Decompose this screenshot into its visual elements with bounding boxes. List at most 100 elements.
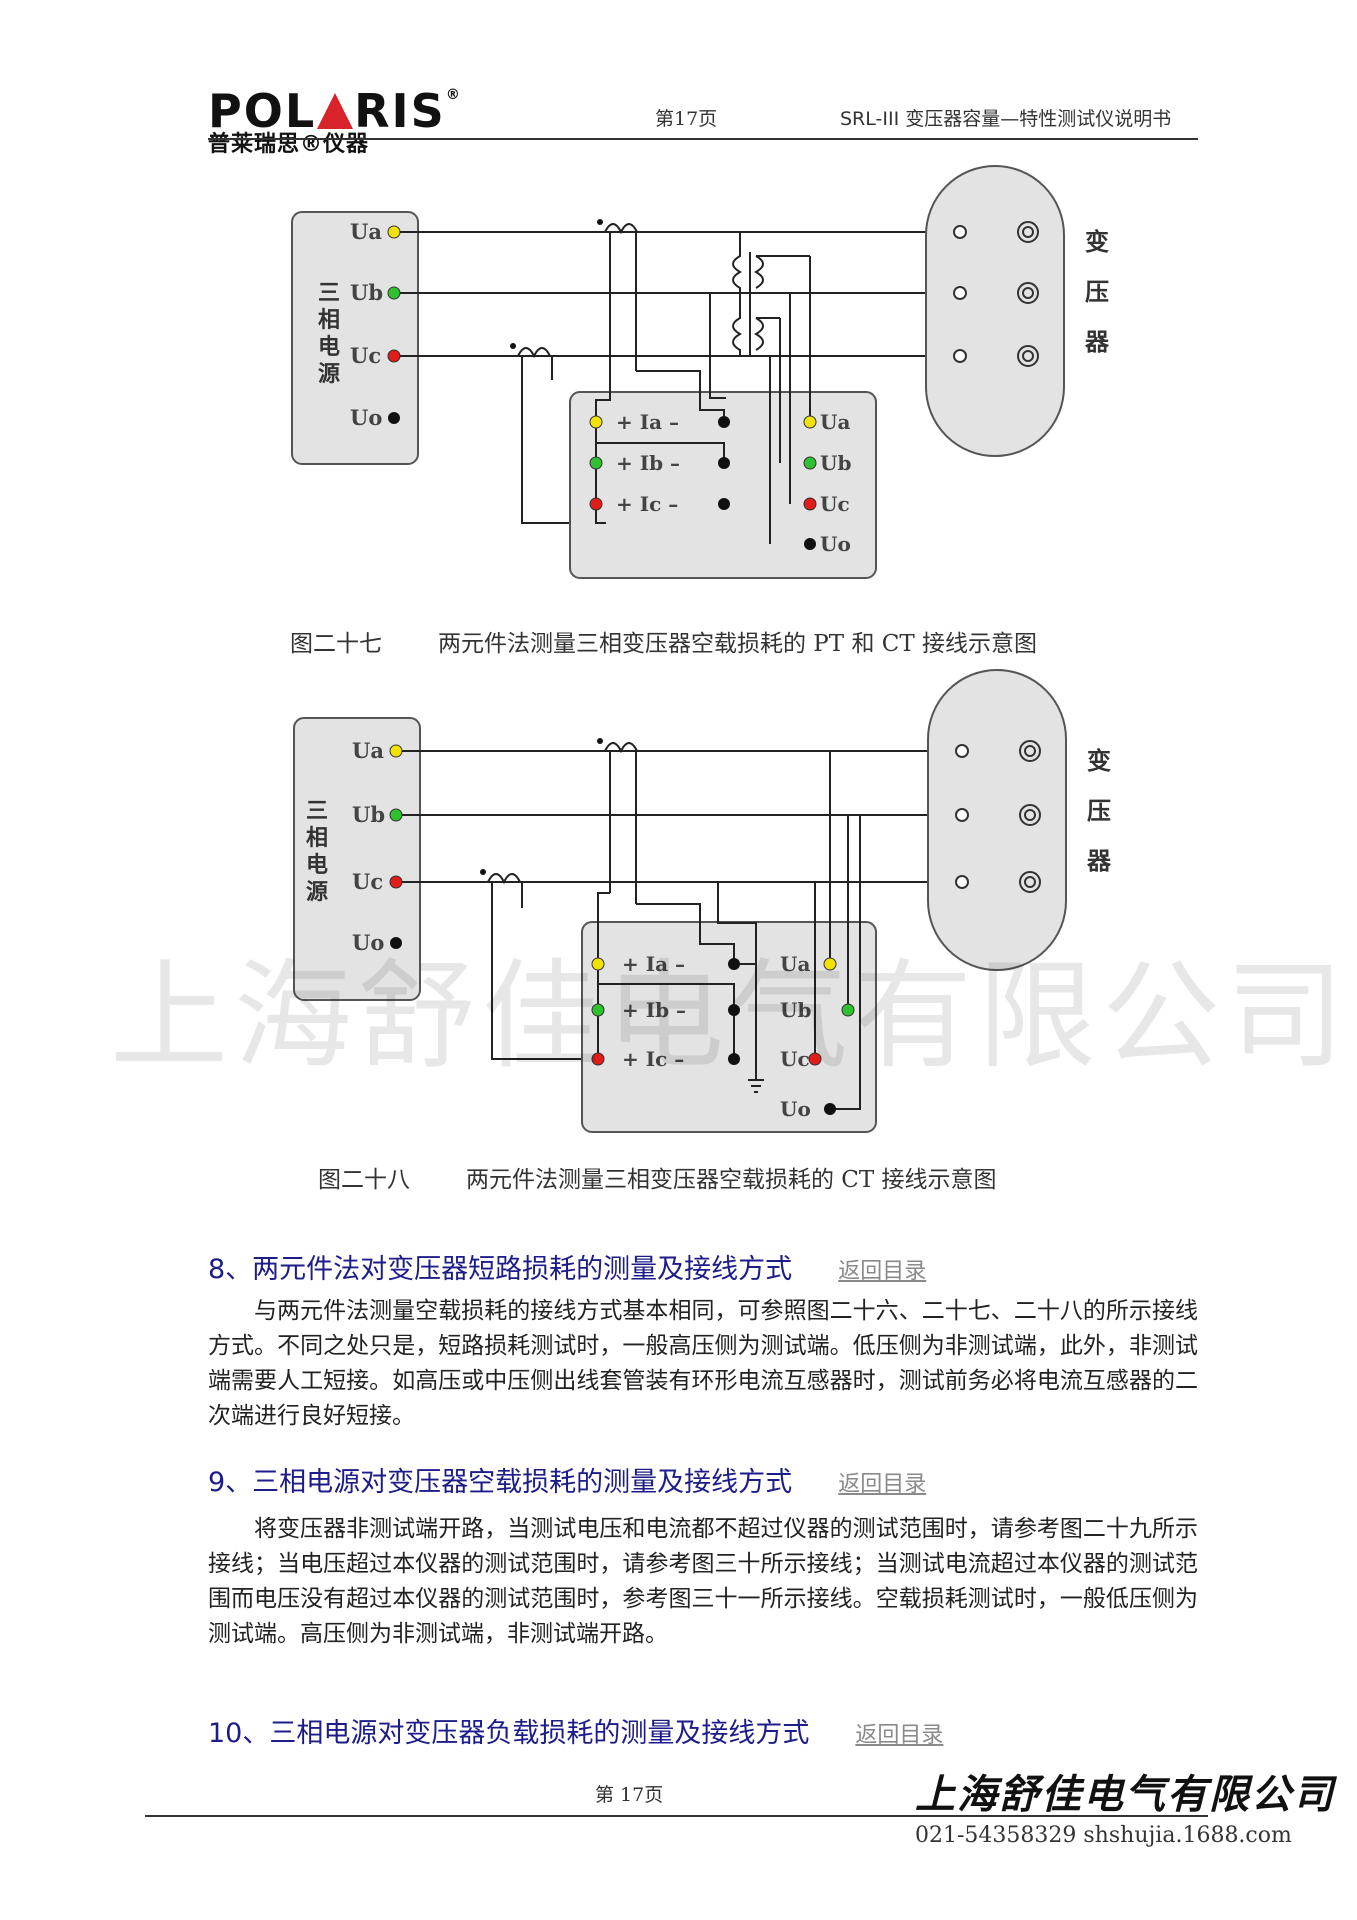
meter-wiring <box>597 751 861 1110</box>
transformer-terminal <box>953 349 967 363</box>
transformer-terminal <box>953 286 967 300</box>
source-label-char-3: 电 <box>306 852 328 878</box>
meter-ua-label: Ua <box>780 952 810 976</box>
source-label-char-1: 三 <box>306 798 328 824</box>
meter-ic-plus <box>589 497 603 511</box>
meter-ub-label: Ub <box>780 998 811 1022</box>
figure-27-diagram: 三 相 电 源 Ua Ub Uc Uo 变 压 器 <box>291 165 1110 579</box>
transformer-terminal <box>955 744 969 758</box>
meter-uo <box>824 1103 836 1115</box>
terminal-label-uc: Uc <box>350 343 381 368</box>
transformer-label-char-3: 器 <box>1084 327 1110 356</box>
section-9-heading: 9、三相电源对变压器空载损耗的测量及接线方式返回目录 <box>208 1460 926 1499</box>
footer-divider <box>145 1815 1208 1817</box>
meter-uc-label: Uc <box>780 1047 810 1071</box>
header-divider <box>208 138 1198 140</box>
footer-contact: 021-54358329 shshujia.1688.com <box>915 1823 1292 1848</box>
ct-polarity-dot <box>597 738 603 744</box>
section-10-heading: 10、三相电源对变压器负载损耗的测量及接线方式 返回目录 <box>208 1711 943 1750</box>
meter-ub <box>841 1003 855 1017</box>
figure-27-caption: 图二十七 两元件法测量三相变压器空载损耗的 PT 和 CT 接线示意图 <box>290 624 1037 658</box>
watermark: 上海舒佳电气有限公司 <box>110 947 1351 1085</box>
phase-lines <box>400 231 960 357</box>
meter-ib-minus <box>718 457 730 469</box>
section-9-body: 将变压器非测试端开路，当测试电压和电流都不超过仪器的测试范围时，请参考图二十九所… <box>208 1512 1198 1652</box>
source-label-char-2: 相 <box>306 825 328 851</box>
meter-ub-label: Ub <box>820 451 851 475</box>
meter-ic-minus <box>728 1053 740 1065</box>
logo-triangle-icon <box>317 93 354 129</box>
header-page-number: 第17页 <box>655 108 718 130</box>
terminal-uo-black <box>388 412 400 424</box>
terminal-ua-yellow <box>389 744 403 758</box>
source-label-char-2: 相 <box>318 307 340 333</box>
transformer-terminal <box>953 225 967 239</box>
registered-icon: ® <box>445 87 462 103</box>
logo-text-left: POL <box>208 84 317 138</box>
meter-ic-label: + Ic – <box>616 492 678 516</box>
logo-text-right: RIS <box>354 84 446 138</box>
source-label-char-1: 三 <box>318 280 340 306</box>
meter-ia-minus <box>728 958 740 970</box>
meter-ic-minus <box>718 498 730 510</box>
meter-ic-plus <box>591 1052 605 1066</box>
source-label-char-4: 源 <box>306 879 328 905</box>
terminal-ub-green <box>387 286 401 300</box>
transformer-bushings <box>1019 740 1041 893</box>
meter-uc <box>808 1052 822 1066</box>
back-to-contents-link[interactable]: 返回目录 <box>838 1259 927 1284</box>
ct-polarity-dot <box>510 343 516 349</box>
terminal-uc-red <box>389 875 403 889</box>
figure-27-number: 图二十七 <box>290 631 382 657</box>
terminal-ua-yellow <box>387 225 401 239</box>
meter-box <box>569 391 877 579</box>
terminal-label-uo: Uo <box>352 930 384 955</box>
meter-ub <box>803 456 817 470</box>
transformer-body <box>925 165 1065 457</box>
section-8-body: 与两元件法测量空载损耗的接线方式基本相同，可参照图二十六、二十七、二十八的所示接… <box>208 1294 1198 1434</box>
transformer-terminal <box>955 808 969 822</box>
transformer-label-char-3: 器 <box>1086 846 1112 875</box>
meter-uo <box>804 538 816 550</box>
transformer-terminal <box>955 875 969 889</box>
three-phase-source-box <box>291 211 419 465</box>
back-to-contents-link[interactable]: 返回目录 <box>838 1472 927 1497</box>
terminal-label-ub: Ub <box>350 280 383 305</box>
meter-uo-label: Uo <box>780 1097 811 1121</box>
meter-ua-label: Ua <box>820 410 850 434</box>
section-8-title: 8、两元件法对变压器短路损耗的测量及接线方式 <box>208 1254 793 1285</box>
phase-lines <box>402 750 962 883</box>
meter-uc-label: Uc <box>820 492 850 516</box>
meter-ib-label: + Ib – <box>616 451 680 475</box>
source-label-char-3: 电 <box>318 334 340 360</box>
figure-28-diagram: 三 相 电 源 Ua Ub Uc Uo 变 压 器 <box>293 669 1112 1133</box>
transformer-label-char-2: 压 <box>1085 277 1109 306</box>
figure-27-title: 两元件法测量三相变压器空载损耗的 PT 和 CT 接线示意图 <box>438 631 1037 657</box>
meter-ia-minus <box>718 416 730 428</box>
terminal-uc-red <box>387 349 401 363</box>
terminal-uo-black <box>390 937 402 949</box>
back-to-contents-link[interactable]: 返回目录 <box>855 1723 944 1748</box>
header-doc-title: SRL-III 变压器容量—特性测试仪说明书 <box>840 108 1172 130</box>
section-10-title: 10、三相电源对变压器负载损耗的测量及接线方式 <box>208 1718 810 1749</box>
terminal-label-ub: Ub <box>352 802 385 827</box>
three-phase-source-box <box>293 717 421 1001</box>
meter-ic-label: + Ic – <box>622 1047 684 1071</box>
meter-uo-label: Uo <box>820 532 851 556</box>
meter-ib-plus <box>589 456 603 470</box>
meter-uc <box>803 497 817 511</box>
section-9-paragraph: 将变压器非测试端开路，当测试电压和电流都不超过仪器的测试范围时，请参考图二十九所… <box>208 1516 1198 1647</box>
meter-ib-minus <box>728 1004 740 1016</box>
transformer-label-char-2: 压 <box>1087 796 1111 825</box>
meter-ua <box>803 415 817 429</box>
ct-polarity-dot <box>480 869 486 875</box>
figure-28-caption: 图二十八两元件法测量三相变压器空载损耗的 CT 接线示意图 <box>318 1160 997 1194</box>
terminal-ub-green <box>389 808 403 822</box>
terminal-label-uc: Uc <box>352 869 383 894</box>
figure-28-title: 两元件法测量三相变压器空载损耗的 CT 接线示意图 <box>466 1167 997 1193</box>
meter-ia-label: + Ia – <box>616 410 679 434</box>
meter-ia-plus <box>591 957 605 971</box>
potential-transformer-coils <box>732 232 810 356</box>
meter-ia-plus <box>589 415 603 429</box>
